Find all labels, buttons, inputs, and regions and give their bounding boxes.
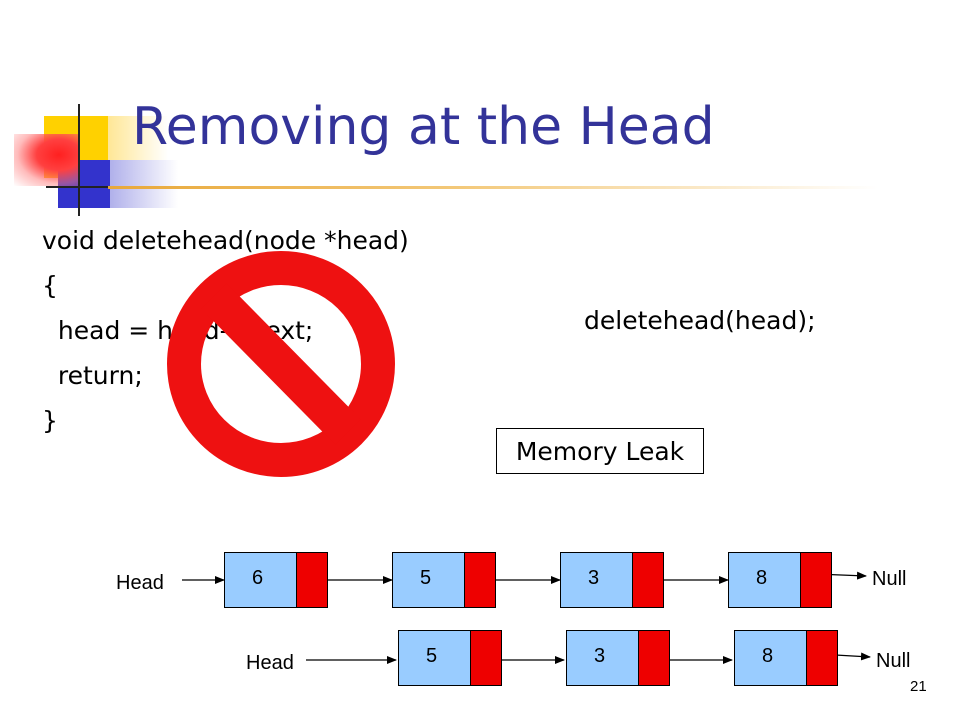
page-number: 21 xyxy=(910,678,927,695)
node-value: 5 xyxy=(392,552,464,608)
node-value: 5 xyxy=(398,630,470,686)
slide-title: Removing at the Head xyxy=(132,97,715,157)
node-pointer xyxy=(806,630,838,686)
title-decoration-red-glow xyxy=(14,134,78,186)
title-decoration-yellow-fade xyxy=(108,116,168,160)
node-pointer xyxy=(296,552,328,608)
title-decoration-horizontal-line xyxy=(46,186,136,188)
node-value: 6 xyxy=(224,552,296,608)
node-pointer xyxy=(470,630,502,686)
list-node: 5 xyxy=(398,630,502,686)
null-arrow xyxy=(817,652,871,661)
code-line: { xyxy=(42,271,58,300)
function-call-text: deletehead(head); xyxy=(584,306,816,335)
memory-leak-callout: Memory Leak xyxy=(496,428,704,474)
head-label: Head xyxy=(116,572,164,594)
code-line: void deletehead(node *head) xyxy=(42,226,409,255)
node-value: 8 xyxy=(728,552,800,608)
list-node: 8 xyxy=(728,552,832,608)
title-underline-rule xyxy=(108,186,878,189)
node-pointer xyxy=(632,552,664,608)
node-value: 3 xyxy=(560,552,632,608)
title-decoration-vertical-line xyxy=(78,104,80,216)
node-pointer xyxy=(800,552,832,608)
list-node: 3 xyxy=(566,630,670,686)
null-label: Null xyxy=(872,568,907,590)
list-node: 5 xyxy=(392,552,496,608)
code-line: } xyxy=(42,406,58,435)
title-decoration-blue-fade xyxy=(108,160,178,208)
node-value: 3 xyxy=(566,630,638,686)
null-label: Null xyxy=(876,650,911,672)
list-node: 6 xyxy=(224,552,328,608)
null-arrow xyxy=(815,571,867,580)
list-node: 3 xyxy=(560,552,664,608)
node-pointer xyxy=(464,552,496,608)
no-sign-icon xyxy=(167,251,395,477)
node-pointer xyxy=(638,630,670,686)
head-label: Head xyxy=(246,652,294,674)
list-node: 8 xyxy=(734,630,838,686)
node-value: 8 xyxy=(734,630,806,686)
code-line: return; xyxy=(42,361,143,390)
